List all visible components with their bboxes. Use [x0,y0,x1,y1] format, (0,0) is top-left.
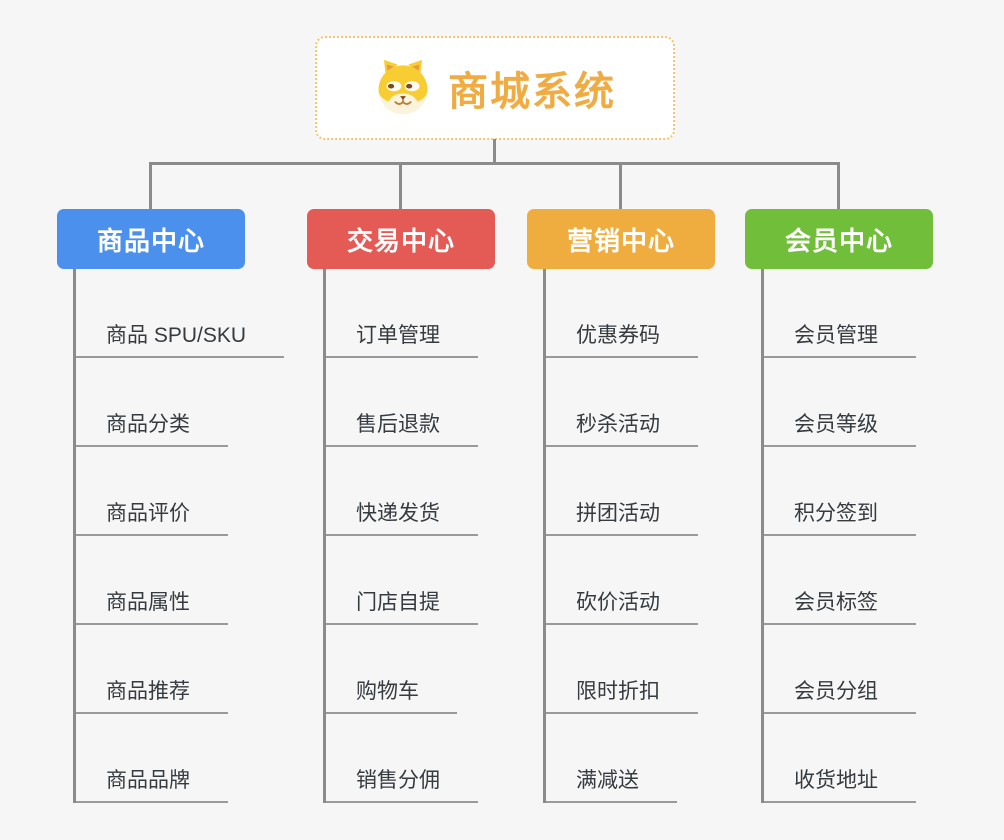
leaf-label: 收货地址 [764,764,916,803]
leaf-node[interactable]: 订单管理 [326,269,478,358]
leaf-label: 限时折扣 [546,675,698,714]
leaf-label: 商品推荐 [76,675,228,714]
root-label: 商城系统 [448,70,616,114]
leaf-node[interactable]: 会员标签 [764,536,916,625]
branch-column-trade: 交易中心 订单管理 售后退款 快递发货 门店自提 购物车 销售分佣 [307,209,495,803]
connector-drop-branch-2 [399,162,402,210]
leaf-node[interactable]: 商品评价 [76,447,284,536]
branch-box-products[interactable]: 商品中心 [57,209,245,269]
connector-root-stem [493,139,496,164]
leaf-node[interactable]: 销售分佣 [326,714,478,803]
leaf-node[interactable]: 秒杀活动 [546,358,698,447]
leaf-node[interactable]: 收货地址 [764,714,916,803]
branch-trunk: 商品 SPU/SKU 商品分类 商品评价 商品属性 商品推荐 商品品牌 [73,269,285,803]
leaf-label: 砍价活动 [546,586,698,625]
leaf-label: 会员管理 [764,319,916,358]
leaf-label: 购物车 [326,675,457,714]
branch-label: 交易中心 [346,225,455,256]
leaf-node[interactable]: 会员分组 [764,625,916,714]
leaf-label: 积分签到 [764,497,916,536]
leaf-label: 商品评价 [76,497,228,536]
branch-column-members: 会员中心 会员管理 会员等级 积分签到 会员标签 会员分组 收货地址 [745,209,933,803]
leaf-label: 售后退款 [326,408,478,447]
leaf-label: 门店自提 [326,586,478,625]
branch-trunk: 订单管理 售后退款 快递发货 门店自提 购物车 销售分佣 [323,269,478,803]
branch-label: 营销中心 [566,225,675,256]
branch-trunk: 优惠券码 秒杀活动 拼团活动 砍价活动 限时折扣 满减送 [543,269,698,803]
leaf-node[interactable]: 积分签到 [764,447,916,536]
connector-horizontal-bus [149,162,840,165]
leaf-node[interactable]: 商品 SPU/SKU [76,269,285,358]
leaf-label: 秒杀活动 [546,408,698,447]
branch-box-trade[interactable]: 交易中心 [307,209,495,269]
leaf-label: 快递发货 [326,497,478,536]
leaf-node[interactable]: 会员等级 [764,358,916,447]
connector-drop-branch-1 [149,162,152,210]
leaf-node[interactable]: 购物车 [326,625,478,714]
leaf-node[interactable]: 门店自提 [326,536,478,625]
leaf-label: 订单管理 [326,319,478,358]
connector-drop-branch-4 [837,162,840,210]
leaf-node[interactable]: 快递发货 [326,447,478,536]
leaf-node[interactable]: 优惠券码 [546,269,698,358]
leaf-label: 销售分佣 [326,764,478,803]
leaf-label: 会员分组 [764,675,916,714]
leaf-node[interactable]: 会员管理 [764,269,916,358]
leaf-node[interactable]: 限时折扣 [546,625,698,714]
branch-box-members[interactable]: 会员中心 [745,209,933,269]
leaf-label: 商品分类 [76,408,228,447]
branch-label: 商品中心 [96,225,205,256]
dog-face-icon [374,59,432,117]
leaf-node[interactable]: 商品分类 [76,358,284,447]
leaf-label: 拼团活动 [546,497,698,536]
leaf-label: 会员标签 [764,586,916,625]
branch-column-products: 商品中心 商品 SPU/SKU 商品分类 商品评价 商品属性 商品推荐 商品品牌 [57,209,285,803]
leaf-label: 会员等级 [764,408,916,447]
root-node[interactable]: 商城系统 [315,36,675,140]
leaf-node[interactable]: 售后退款 [326,358,478,447]
leaf-label: 商品属性 [76,586,228,625]
leaf-label: 商品 SPU/SKU [76,319,285,358]
connector-drop-branch-3 [619,162,622,210]
leaf-node[interactable]: 商品品牌 [76,714,284,803]
branch-box-marketing[interactable]: 营销中心 [527,209,715,269]
leaf-node[interactable]: 商品属性 [76,536,284,625]
leaf-node[interactable]: 商品推荐 [76,625,284,714]
branch-column-marketing: 营销中心 优惠券码 秒杀活动 拼团活动 砍价活动 限时折扣 满减送 [527,209,715,803]
leaf-node[interactable]: 满减送 [546,714,698,803]
branch-trunk: 会员管理 会员等级 积分签到 会员标签 会员分组 收货地址 [761,269,916,803]
leaf-node[interactable]: 拼团活动 [546,447,698,536]
leaf-label: 优惠券码 [546,319,698,358]
leaf-label: 满减送 [546,764,677,803]
branch-label: 会员中心 [784,225,893,256]
leaf-label: 商品品牌 [76,764,228,803]
leaf-node[interactable]: 砍价活动 [546,536,698,625]
